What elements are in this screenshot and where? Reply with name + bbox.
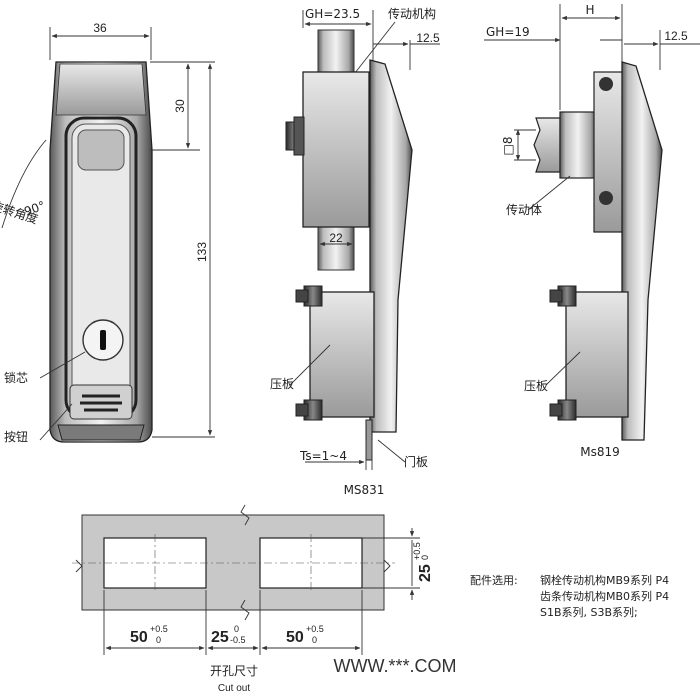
dim-left: 50: [130, 629, 148, 646]
dim-right-tol-lower: 0: [312, 635, 317, 645]
drive-body-label: 传动体: [506, 202, 542, 217]
dim-right-tol-upper: +0.5: [306, 624, 324, 634]
accessories-line1: 钢栓传动机构MB9系列 P4: [540, 573, 669, 587]
rotation-arc: [1, 139, 47, 229]
handle-top-cap: [55, 63, 147, 116]
cutout-view: 50 +0.5 0 25 0 -0.5 50 +0.5 0 25 +0.5 0 …: [72, 504, 434, 694]
cutout-title-en: Cut out: [218, 683, 250, 694]
drive-body: [559, 111, 597, 179]
dim-left-tol-upper: +0.5: [150, 624, 168, 634]
height-dim: 133: [195, 242, 209, 262]
accessories-heading: 配件选用:: [470, 574, 518, 587]
plate-label-831: 压板: [270, 377, 294, 391]
dim-left-tol-lower: 0: [156, 635, 161, 645]
watermark: WWW.***.COM: [334, 656, 457, 676]
dim-right: 50: [286, 629, 304, 646]
side-view-ms819: H GH=19 12.5 □8 传动体 压板 Ms819: [484, 3, 700, 459]
model-ms819: Ms819: [580, 445, 620, 459]
front-view: 36 30 133 90° 旋转角度 锁芯 按钮: [0, 21, 215, 444]
offset-label: 12.5: [416, 31, 440, 45]
offset19-label: 12.5: [664, 29, 688, 43]
width-dim: 36: [93, 21, 107, 35]
button-label: 按钮: [4, 429, 28, 444]
dim-mid-tol-upper: 0: [234, 624, 239, 634]
accessories-line2: 齿条传动机构MB0系列 P4: [540, 589, 669, 603]
plate-label-819: 压板: [524, 379, 548, 393]
angle-label: 90°: [22, 198, 47, 218]
h-label: H: [585, 3, 594, 17]
square-label: □8: [501, 137, 515, 156]
dim-height-tol-upper: +0.5: [412, 542, 422, 560]
model-ms831: MS831: [344, 483, 385, 497]
gh19-label: GH=19: [486, 25, 530, 39]
mechanism-label: 传动机构: [388, 6, 436, 21]
top-dim: 30: [173, 99, 187, 113]
gh-label: GH=23.5: [305, 7, 360, 21]
drive-mechanism: [302, 71, 370, 228]
key-slot-icon: [100, 330, 106, 350]
cutout-title-cn: 开孔尺寸: [210, 664, 258, 678]
pressure-plate: [309, 291, 375, 418]
door-label: 门板: [404, 454, 428, 469]
side-view-ms831: GH=23.5 传动机构 12.5 22 压板 Ts=1~4 门板: [270, 6, 440, 497]
dim-height: 25: [417, 564, 434, 582]
dim-mid: 25: [211, 629, 229, 646]
dim-mid-tol-lower: -0.5: [230, 635, 246, 645]
accessories-line3: S1B系列, S3B系列;: [540, 605, 638, 619]
ts-label: Ts=1~4: [299, 449, 347, 463]
width-22: 22: [329, 231, 343, 245]
accessories-note: 配件选用: 钢栓传动机构MB9系列 P4 齿条传动机构MB0系列 P4 S1B系…: [470, 573, 669, 619]
dim-height-tol-lower: 0: [420, 555, 430, 560]
lock-core-label: 锁芯: [4, 370, 28, 385]
